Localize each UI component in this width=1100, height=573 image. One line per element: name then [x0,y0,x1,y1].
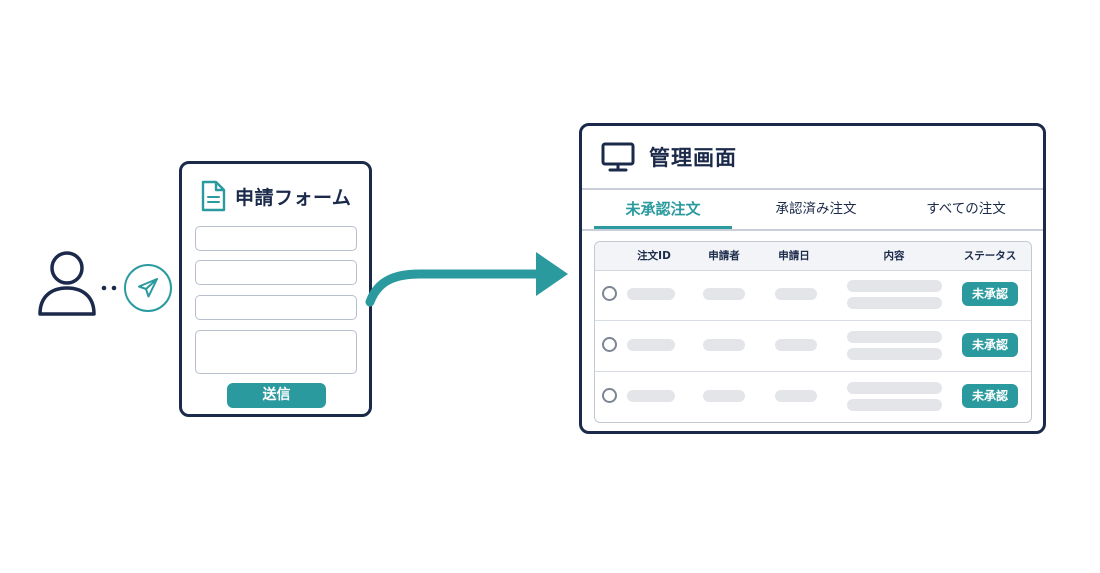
table-header: 注文ID 申請者 申請日 内容 ステータス [595,242,1031,271]
panel-header: 管理画面 [601,142,737,172]
order-tabs: 未承認注文 承認済み注文 すべての注文 [582,188,1043,230]
row-divider [595,370,1031,372]
active-tab-indicator [594,226,732,229]
order-id-placeholder [627,288,675,300]
admin-panel: 管理画面 未承認注文 承認済み注文 すべての注文 注文ID 申請者 申請日 内容… [579,123,1046,434]
column-header-status: ステータス [963,250,1017,262]
applicant-placeholder [703,339,745,351]
row-select-radio[interactable] [602,286,617,301]
row-select-radio[interactable] [602,388,617,403]
column-header-applicant: 申請者 [708,250,740,262]
status-badge[interactable]: 未承認 [962,282,1018,306]
column-header-order-id: 注文ID [637,250,671,262]
submit-button[interactable]: 送信 [227,383,326,408]
content-placeholder-line-2 [847,297,942,309]
monitor-icon [601,142,635,172]
content-placeholder-line-2 [847,399,942,411]
content-placeholder-line-1 [847,280,942,292]
date-placeholder [775,390,817,402]
column-header-content: 内容 [883,250,905,262]
table-row[interactable]: 未承認 [595,372,1031,422]
date-placeholder [775,288,817,300]
panel-title: 管理画面 [649,146,737,170]
form-field-1[interactable] [195,226,357,251]
document-icon [201,180,226,212]
arrow-right-icon [365,252,568,307]
tab-all-orders[interactable]: すべての注文 [926,201,1006,217]
row-divider [595,319,1031,321]
status-badge[interactable]: 未承認 [962,384,1018,408]
form-field-2[interactable] [195,260,357,285]
paper-plane-icon [138,278,158,298]
applicant-placeholder [703,288,745,300]
dotted-connector [101,285,117,291]
form-field-3[interactable] [195,295,357,320]
tab-approved-orders[interactable]: 承認済み注文 [775,201,857,217]
order-id-placeholder [627,390,675,402]
header-divider [582,188,1043,190]
table-row[interactable]: 未承認 [595,270,1031,321]
tabs-divider [582,229,1043,231]
column-header-date: 申請日 [778,250,810,262]
table-row[interactable]: 未承認 [595,321,1031,372]
orders-table: 注文ID 申請者 申請日 内容 ステータス 未承認 未承認 [594,241,1032,423]
content-placeholder-line-2 [847,348,942,360]
applicant-placeholder [703,390,745,402]
row-select-radio[interactable] [602,337,617,352]
form-header: 申請フォーム [200,180,351,212]
user-icon [38,251,96,316]
form-title: 申請フォーム [235,186,352,209]
tab-pending-orders[interactable]: 未承認注文 [625,200,701,218]
application-form-card: 申請フォーム 送信 [179,161,372,417]
content-placeholder-line-1 [847,331,942,343]
order-id-placeholder [627,339,675,351]
content-placeholder-line-1 [847,382,942,394]
send-badge [124,264,172,312]
status-badge[interactable]: 未承認 [962,333,1018,357]
date-placeholder [775,339,817,351]
form-textarea[interactable] [195,330,357,374]
